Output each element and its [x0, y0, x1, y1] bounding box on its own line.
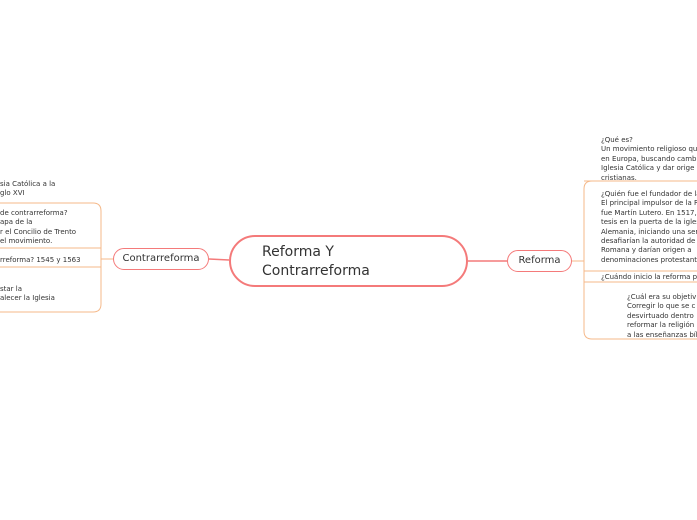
reforma-subtopic-fundador[interactable]: ¿Quién fue el fundador de la El principa…: [601, 190, 697, 264]
connector-contrarreforma-subtopics: [0, 202, 113, 313]
central-topic-node[interactable]: Reforma Y Contrarreforma: [229, 235, 468, 287]
contrarreforma-subtopic-objetivo[interactable]: star la alecer la Iglesia: [0, 285, 55, 303]
contrarreforma-subtopic-respuesta[interactable]: sia Católica a la glo XVI: [0, 180, 56, 198]
reforma-subtopic-que-es[interactable]: ¿Qué es? Un movimiento religioso que en …: [601, 136, 697, 182]
reforma-subtopic-objetivo[interactable]: ¿Cuál era su objetiv Corregir lo que se …: [627, 293, 697, 339]
connector-reforma-subtopics: [572, 180, 697, 340]
main-topic-reforma[interactable]: Reforma: [507, 250, 572, 272]
contrarreforma-subtopic-cuando[interactable]: rreforma? 1545 y 1563: [0, 256, 81, 264]
main-topic-contrarreforma[interactable]: Contrarreforma: [113, 248, 209, 270]
contrarreforma-subtopic-que-es[interactable]: de contrarreforma? apa de la r el Concil…: [0, 209, 77, 246]
reforma-subtopic-cuando[interactable]: ¿Cuándo inicio la reforma p: [601, 273, 697, 281]
connector-central-contrarreforma: [208, 258, 230, 261]
